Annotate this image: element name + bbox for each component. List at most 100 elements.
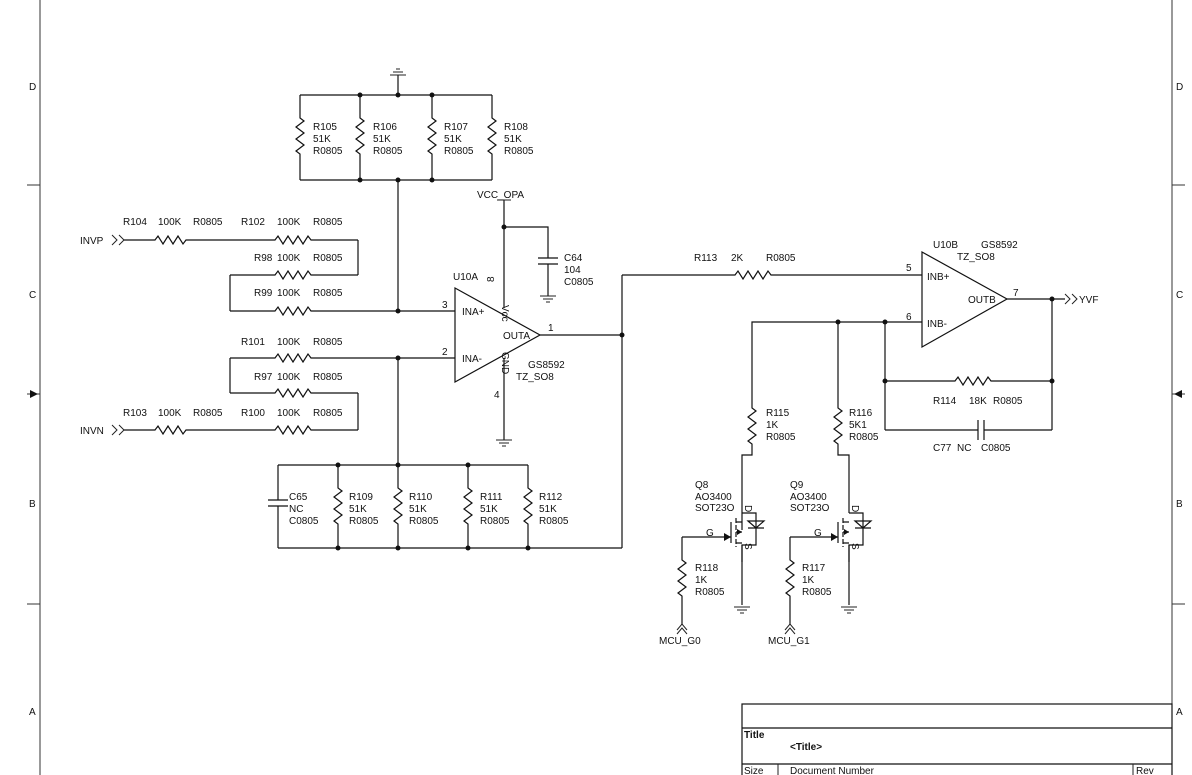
r114-ref: R114 — [933, 396, 957, 407]
r113-package: R0805 — [766, 253, 796, 264]
u10a-part: GS8592 — [528, 360, 565, 371]
u10a-ref: U10A — [453, 272, 478, 283]
r99-value: 100K — [277, 288, 301, 299]
r102-ref: R102 — [241, 217, 265, 228]
r114-value: 18K — [969, 396, 987, 407]
invn-network: R101 100K R0805 R97 100K R0805 INVN R103… — [80, 337, 455, 437]
u10a-pin4: 4 — [494, 390, 500, 401]
q8-source-label: S — [742, 543, 753, 550]
invp-port-symbol — [111, 234, 125, 246]
r97-value: 100K — [277, 372, 301, 383]
r107-value: 51K — [444, 134, 462, 145]
u10b-feedback: R114 18K R0805 C77 NC C0805 — [751, 299, 1055, 454]
u10b-outb: OUTB — [968, 295, 996, 306]
u10b-inb-minus: INB- — [927, 319, 947, 330]
c77-package: C0805 — [981, 443, 1011, 454]
resistor-r107 — [427, 95, 437, 180]
r111-package: R0805 — [480, 516, 510, 527]
r98-ref: R98 — [254, 253, 273, 264]
u10b-package: TZ_SO8 — [957, 252, 995, 263]
r112-value: 51K — [539, 504, 557, 515]
gain-switch-q9: R116 5K1 R0805 Q9 AO3400 SOT23O G D S R1… — [768, 322, 879, 647]
r116-package: R0805 — [849, 432, 879, 443]
c65-value: NC — [289, 504, 303, 515]
r115-ref: R115 — [766, 408, 790, 419]
invp-network: INVP R104 100K R0805 R102 100K R0805 R98… — [80, 217, 455, 317]
r99-ref: R99 — [254, 288, 273, 299]
resistor-r116 — [833, 322, 850, 513]
r101-ref: R101 — [241, 337, 265, 348]
u10a-pin2: 2 — [442, 347, 448, 358]
q9-part: AO3400 — [790, 492, 827, 503]
zone-label-d-left: D — [29, 82, 36, 93]
r101-value: 100K — [277, 337, 301, 348]
net-label-mcu-g1: MCU_G1 — [768, 636, 810, 647]
r110-value: 51K — [409, 504, 427, 515]
r98-value: 100K — [277, 253, 301, 264]
resistor-r108 — [487, 95, 497, 180]
u10b-pin7: 7 — [1013, 288, 1019, 299]
title-label: Title — [744, 730, 765, 741]
q9-package: SOT23O — [790, 503, 830, 514]
net-label-invp: INVP — [80, 236, 104, 247]
q9-drain-label: D — [849, 505, 860, 512]
resistor-r114 — [885, 375, 1052, 387]
title-block: Title <Title> Size Document Number Rev — [741, 703, 1173, 775]
resistor-r118 — [677, 536, 731, 625]
resistor-r101 — [230, 352, 398, 364]
opamp-u10a: U10A 3 INA+ 2 INA- OUTA 1 Vcc 8 GND 4 GS… — [442, 190, 625, 447]
r106-value: 51K — [373, 134, 391, 145]
r104-package: R0805 — [193, 217, 223, 228]
zone-label-b-left: B — [29, 499, 36, 510]
r100-value: 100K — [277, 408, 301, 419]
r105-package: R0805 — [313, 146, 343, 157]
r105-value: 51K — [313, 134, 331, 145]
zone-label-a-left: A — [29, 707, 36, 718]
r107-ref: R107 — [444, 122, 468, 133]
u10a-vcc-pin: Vcc — [499, 305, 510, 322]
ground-symbol-top — [390, 68, 406, 76]
mcu-g1-port-symbol — [784, 623, 796, 635]
c64-value: 104 — [564, 265, 581, 276]
net-label-yvf: YVF — [1079, 295, 1098, 306]
r113-ref: R113 — [694, 253, 718, 264]
c65-ref: C65 — [289, 492, 308, 503]
r104-value: 100K — [158, 217, 182, 228]
drawing-frame: D C B A D C B A — [27, 0, 1185, 775]
r109-package: R0805 — [349, 516, 379, 527]
r112-package: R0805 — [539, 516, 569, 527]
r101-package: R0805 — [313, 337, 343, 348]
resistor-r99 — [230, 305, 455, 317]
q8-ref: Q8 — [695, 480, 709, 491]
r102-package: R0805 — [313, 217, 343, 228]
top-resistor-bank: R105 51K R0805 R106 51K R0805 R107 51K R… — [295, 68, 534, 183]
r111-value: 51K — [480, 504, 498, 515]
u10a-pin3: 3 — [442, 300, 448, 311]
r110-ref: R110 — [409, 492, 433, 503]
r97-package: R0805 — [313, 372, 343, 383]
r109-value: 51K — [349, 504, 367, 515]
q8-package: SOT23O — [695, 503, 735, 514]
u10a-ina-plus: INA+ — [462, 307, 485, 318]
title-value: <Title> — [790, 742, 822, 753]
r99-package: R0805 — [313, 288, 343, 299]
yvf-port-symbol — [1064, 293, 1078, 305]
q9-gate-label: G — [814, 528, 822, 539]
resistor-r98 — [230, 269, 358, 281]
zone-label-a-right: A — [1176, 707, 1183, 718]
q9-ref: Q9 — [790, 480, 804, 491]
r97-ref: R97 — [254, 372, 273, 383]
resistors-r103-r100 — [124, 424, 358, 436]
r100-ref: R100 — [241, 408, 265, 419]
r106-package: R0805 — [373, 146, 403, 157]
u10a-ina-minus: INA- — [462, 354, 482, 365]
r108-package: R0805 — [504, 146, 534, 157]
capacitor-c64: C64 104 C0805 — [504, 226, 594, 303]
opamp-u10b: U10B GS8592 TZ_SO8 5 INB+ 6 INB- OUTB 7 … — [906, 240, 1098, 349]
ground-symbol-q8 — [733, 606, 751, 614]
r103-package: R0805 — [193, 408, 223, 419]
rev-label: Rev — [1136, 766, 1154, 775]
gain-switch-q8: R115 1K R0805 Q8 AO3400 SOT23O G D S R11… — [659, 403, 796, 647]
r108-ref: R108 — [504, 122, 528, 133]
